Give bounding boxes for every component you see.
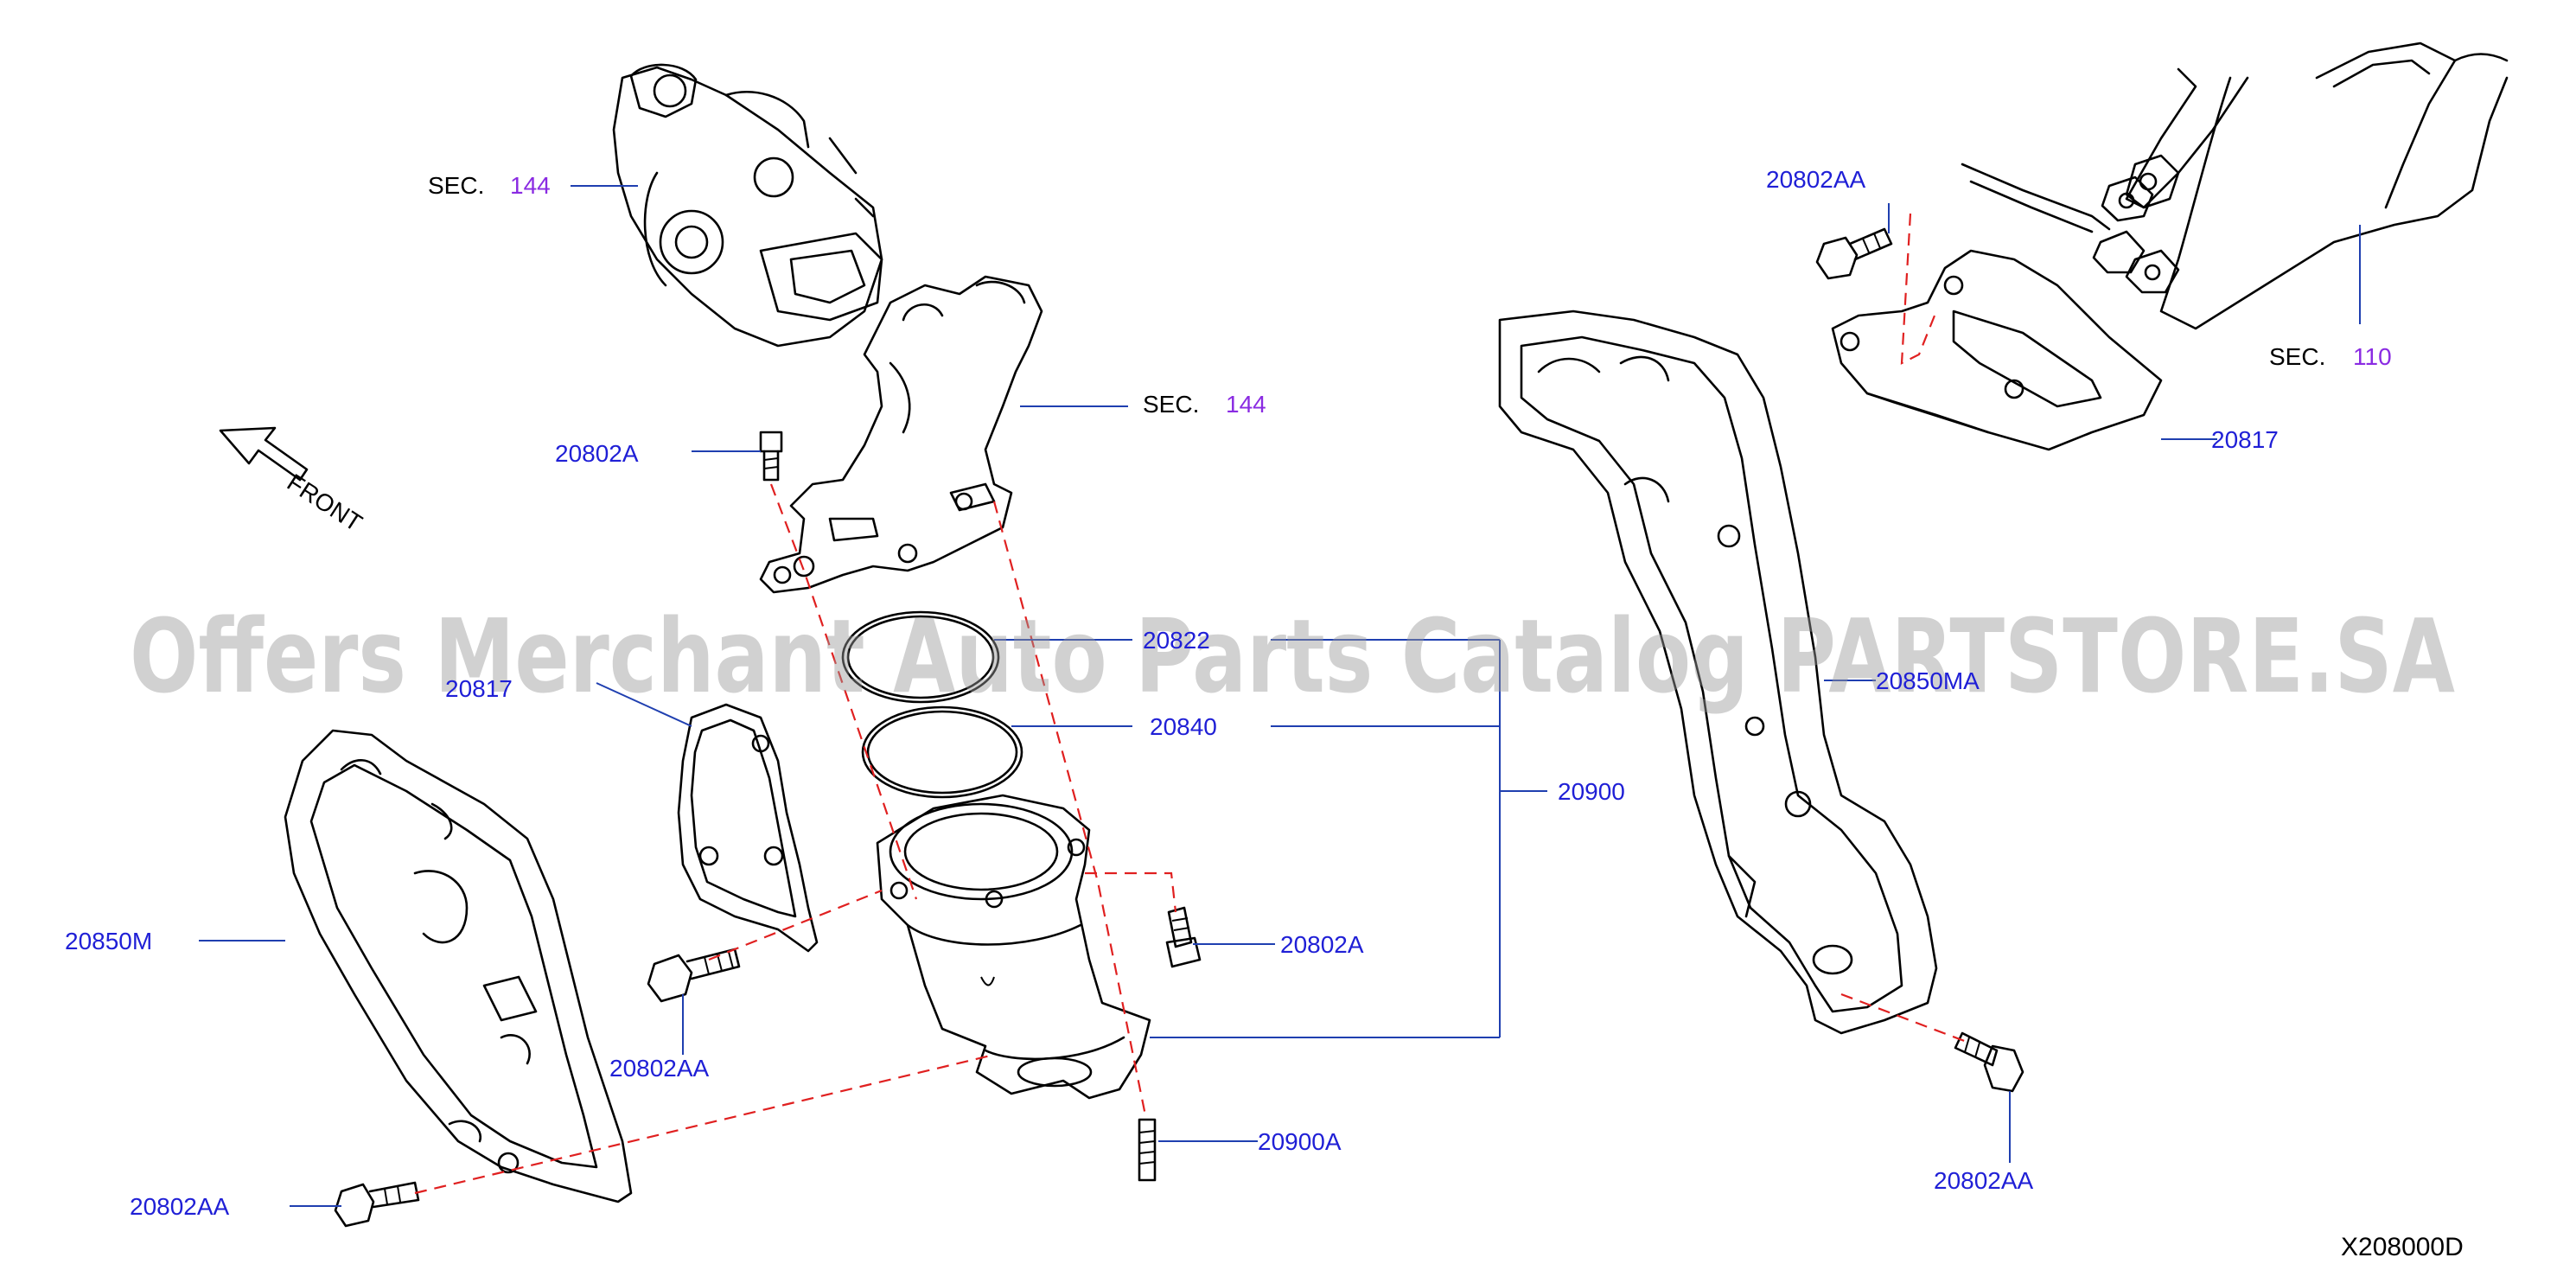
sec144-mid-label[interactable]: SEC. 144 — [1143, 391, 1266, 418]
part-label-20802AA-left-bottom[interactable]: 20802AA — [130, 1193, 230, 1220]
sec-number: 144 — [510, 172, 551, 199]
egr-valve-drawing — [612, 63, 883, 348]
part-label-20817-right[interactable]: 20817 — [2211, 426, 2279, 453]
watermark-text: Offers Merchant Auto Parts Catalog PARTS… — [130, 597, 2455, 716]
part-label-20850MA[interactable]: 20850MA — [1876, 667, 1980, 694]
bolt-20802AA-right-bottom-drawing — [1954, 1031, 2024, 1093]
heat-shield-20850M-drawing — [284, 729, 633, 1203]
sec144-top-label[interactable]: SEC. 144 — [428, 172, 551, 199]
bolt-20802A-upper-drawing — [759, 431, 783, 482]
engine-block-sec110-drawing — [1961, 41, 2509, 330]
part-label-20802AA-left-mid[interactable]: 20802AA — [609, 1055, 710, 1082]
sec-prefix: SEC. — [428, 172, 484, 199]
catalytic-converter-drawing — [876, 794, 1151, 1100]
exhaust-manifold-drawing — [759, 275, 1043, 594]
part-label-20802AA-right-bottom[interactable]: 20802AA — [1934, 1167, 2034, 1194]
part-label-20840[interactable]: 20840 — [1150, 713, 1217, 740]
sec-prefix: SEC. — [1143, 391, 1199, 418]
stud-20900A-drawing — [1138, 1118, 1157, 1182]
part-label-20850M[interactable]: 20850M — [65, 928, 152, 954]
assembly-hint-lines — [414, 213, 1967, 1195]
part-label-20802AA-top[interactable]: 20802AA — [1766, 166, 1866, 193]
front-label: FRONT — [283, 469, 367, 537]
sec-prefix: SEC. — [2269, 343, 2325, 370]
heat-shield-20850MA-drawing — [1498, 310, 1938, 1035]
bracket-20817-left-drawing — [677, 703, 819, 953]
bolt-20802AA-top-drawing — [1815, 227, 1893, 280]
part-label-20817-left[interactable]: 20817 — [445, 675, 513, 702]
part-label-20900[interactable]: 20900 — [1558, 778, 1625, 805]
sec-number: 110 — [2353, 343, 2392, 370]
bolt-20802AA-left-mid-drawing — [647, 948, 741, 1003]
part-label-20802A-upper[interactable]: 20802A — [555, 440, 639, 467]
bracket-20817-right-drawing — [1831, 249, 2163, 451]
front-arrow-icon: FRONT — [219, 426, 367, 537]
leader-lines — [199, 185, 2361, 1207]
bolt-20802AA-left-bottom-drawing — [334, 1181, 420, 1228]
diagram-code: X208000D — [2341, 1233, 2464, 1261]
part-label-20802A-right[interactable]: 20802A — [1280, 931, 1364, 958]
part-label-20822[interactable]: 20822 — [1143, 627, 1210, 654]
part-label-20900A[interactable]: 20900A — [1258, 1128, 1342, 1155]
bolt-20802A-right-drawing — [1165, 906, 1202, 968]
gasket-rings-drawing — [841, 610, 1023, 799]
sec-number: 144 — [1226, 391, 1266, 418]
sec110-label[interactable]: SEC. 110 — [2269, 343, 2392, 370]
